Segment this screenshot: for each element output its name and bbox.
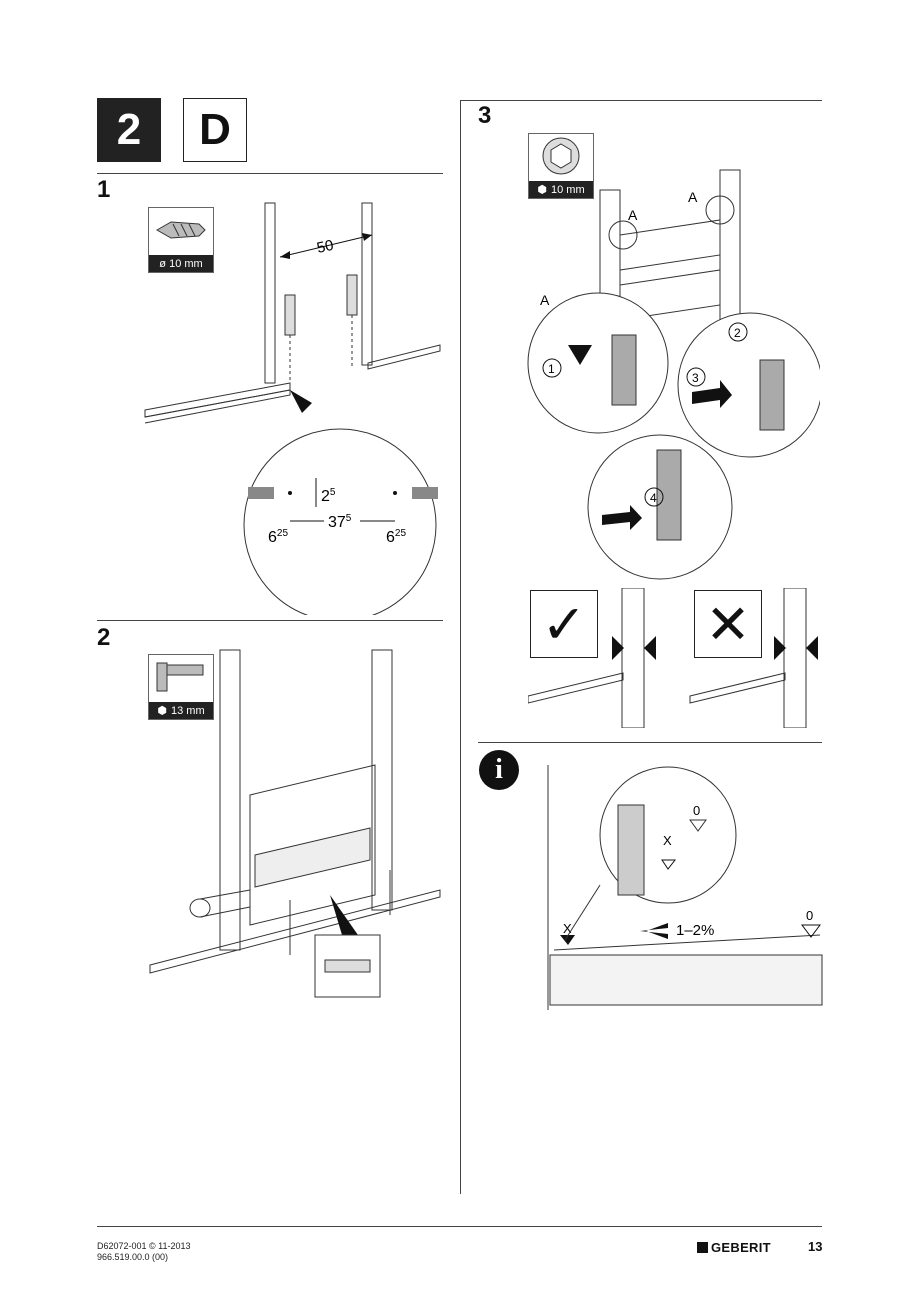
callout-a: A (540, 292, 550, 308)
svg-text:2: 2 (734, 326, 741, 340)
marker-zero: 0 (693, 803, 700, 818)
step-2-illustration (149, 649, 441, 998)
marker-x: X (663, 833, 672, 848)
section-letter-box: D (183, 98, 247, 162)
tool-card-wrench: ⬢13 mm (148, 654, 214, 720)
column-divider (460, 100, 461, 1194)
tool-label: ø 10 mm (149, 255, 213, 272)
marker-zero: 0 (806, 908, 813, 923)
divider (460, 100, 822, 101)
step-3-number: 3 (478, 102, 492, 129)
floor-slope-illustration: X 0 X 0 1–2% (547, 765, 823, 1010)
svg-text:4: 4 (650, 491, 657, 505)
svg-text:1: 1 (548, 362, 555, 376)
cross-icon: ✕ (694, 590, 762, 658)
clearance-illustration (528, 588, 818, 728)
tool-label: ⬢13 mm (149, 702, 213, 719)
slope-label: 1–2% (676, 922, 714, 939)
detail-offset-v: 25 (321, 487, 336, 505)
detail-edge-right: 625 (386, 528, 406, 546)
divider (478, 742, 822, 743)
callout-a: A (628, 207, 638, 223)
detail-center-dist: 375 (328, 513, 352, 531)
socket-wrench-icon (156, 662, 204, 692)
drill-bit-icon (155, 221, 206, 239)
marker-x: X (563, 921, 572, 936)
tool-card-hex: ⬢10 mm (528, 133, 594, 199)
geberit-logo: GEBERIT (697, 1240, 771, 1255)
doc-code: D62072-001 © 11-2013 966.519.00.0 (00) (97, 1241, 191, 1262)
hex-socket-icon (542, 137, 580, 175)
svg-text:3: 3 (692, 371, 699, 385)
section-number-box: 2 (97, 98, 161, 162)
info-icon: i (479, 750, 519, 790)
footer-divider (97, 1226, 822, 1227)
page-number: 13 (808, 1239, 823, 1254)
distance-label: 50 (315, 237, 335, 257)
step-1-number: 1 (97, 176, 111, 203)
detail-edge-left: 625 (268, 528, 288, 546)
checkmark-icon: ✓ (530, 590, 598, 658)
tool-card-drill: ø 10 mm (148, 207, 214, 273)
step-1-illustration: 50 25 375 625 625 (144, 202, 441, 615)
divider (97, 173, 443, 174)
section-letter: D (199, 105, 231, 154)
tool-label: ⬢10 mm (529, 181, 593, 198)
section-number: 2 (116, 105, 142, 154)
divider (97, 620, 443, 621)
callout-a: A (688, 189, 698, 205)
step-2-number: 2 (97, 624, 111, 651)
step-3-illustration: A A A 1 2 3 4 (527, 169, 820, 580)
